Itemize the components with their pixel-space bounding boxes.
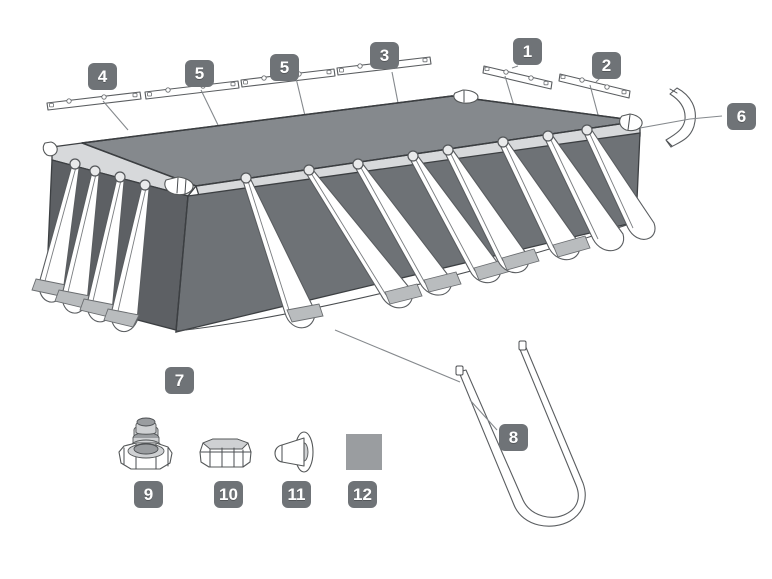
- callout-badge-10[interactable]: 10: [214, 481, 243, 508]
- leg-l4: [103, 179, 151, 333]
- leg-f8: [581, 124, 656, 240]
- part-9-drain-valve: [118, 417, 173, 470]
- callout-badge-6[interactable]: 6: [727, 103, 756, 130]
- leg-f3: [352, 158, 462, 296]
- callout-badge-5[interactable]: 5: [185, 60, 214, 87]
- rim-corner-cap-right: [619, 113, 643, 132]
- leg-f1: [240, 172, 324, 329]
- callout-badge-3[interactable]: 3: [370, 42, 399, 69]
- callout-badge-5b[interactable]: 5: [270, 54, 299, 81]
- rim-corner-cap-back: [453, 89, 479, 104]
- callout-badge-1[interactable]: 1: [513, 38, 542, 65]
- callout-badge-11[interactable]: 11: [282, 481, 311, 508]
- callout-badge-7[interactable]: 7: [165, 367, 194, 394]
- leg-l2: [54, 165, 101, 314]
- part-11-stopper-plug: [274, 431, 314, 473]
- callout-badge-2[interactable]: 2: [592, 52, 621, 79]
- part-10-valve-cap: [199, 438, 252, 468]
- callout-badge-4[interactable]: 4: [88, 63, 117, 90]
- leg-f2: [303, 164, 423, 309]
- leg-f5: [442, 144, 540, 274]
- top-rail-part-4: [46, 79, 142, 131]
- part-12-repair-patch: [346, 434, 382, 470]
- leg-l1: [31, 158, 81, 303]
- pool-legs: [31, 124, 656, 333]
- leg-f7: [542, 130, 625, 252]
- callout-badge-8[interactable]: 8: [499, 424, 528, 451]
- callout-badge-12[interactable]: 12: [348, 481, 377, 508]
- leg-f4: [407, 150, 512, 284]
- leg-f6: [497, 136, 591, 261]
- rim-corner-cap-front: [164, 176, 194, 196]
- rim-corner-cap-left: [42, 141, 58, 157]
- part-6-elbow: [639, 87, 723, 148]
- part-8-u-tube: [334, 329, 586, 527]
- callout-badge-9[interactable]: 9: [134, 481, 163, 508]
